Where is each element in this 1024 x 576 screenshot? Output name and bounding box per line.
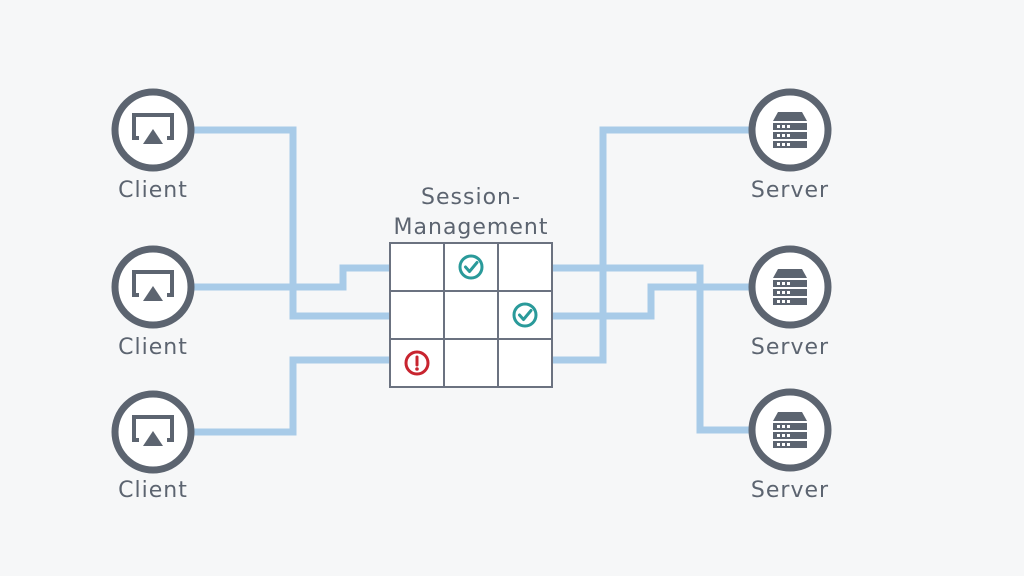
connector-server-3 xyxy=(552,264,750,434)
screen-cast-icon xyxy=(132,113,174,144)
screen-cast-icon xyxy=(132,270,174,301)
client-node-3 xyxy=(111,390,195,474)
exclamation-circle-icon xyxy=(404,350,430,376)
grid-cell xyxy=(497,290,553,340)
connector-server-2 xyxy=(552,283,750,320)
check-circle-icon xyxy=(512,302,538,328)
client-label-3: Client xyxy=(118,478,188,503)
grid-cell xyxy=(389,338,445,388)
grid-cell xyxy=(443,290,499,340)
client-label-1: Client xyxy=(118,178,188,203)
server-node-3 xyxy=(748,388,832,472)
grid-cell xyxy=(497,338,553,388)
session-management: Session- Management xyxy=(389,185,553,388)
grid-cell xyxy=(389,290,445,340)
server-label-1: Server xyxy=(751,178,829,203)
client-node-1 xyxy=(111,88,195,172)
server-label-2: Server xyxy=(751,335,829,360)
client-node-2 xyxy=(111,245,195,329)
grid-cell xyxy=(443,242,499,292)
connector-client-1 xyxy=(194,126,390,320)
connector-client-2 xyxy=(194,264,390,291)
server-node-1 xyxy=(748,88,832,172)
connector-server-1 xyxy=(552,126,750,364)
server-rack-icon xyxy=(773,112,807,148)
server-rack-icon xyxy=(773,412,807,448)
server-node-2 xyxy=(748,245,832,329)
server-label-3: Server xyxy=(751,478,829,503)
session-grid xyxy=(389,242,553,388)
connector-client-3 xyxy=(194,356,390,436)
session-management-title-line2: Management xyxy=(394,215,549,240)
session-management-title-line1: Session- xyxy=(421,185,521,210)
server-rack-icon xyxy=(773,269,807,305)
client-label-2: Client xyxy=(118,335,188,360)
grid-cell xyxy=(497,242,553,292)
check-circle-icon xyxy=(458,254,484,280)
screen-cast-icon xyxy=(132,415,174,446)
grid-cell xyxy=(443,338,499,388)
connectors xyxy=(194,126,750,436)
grid-cell xyxy=(389,242,445,292)
